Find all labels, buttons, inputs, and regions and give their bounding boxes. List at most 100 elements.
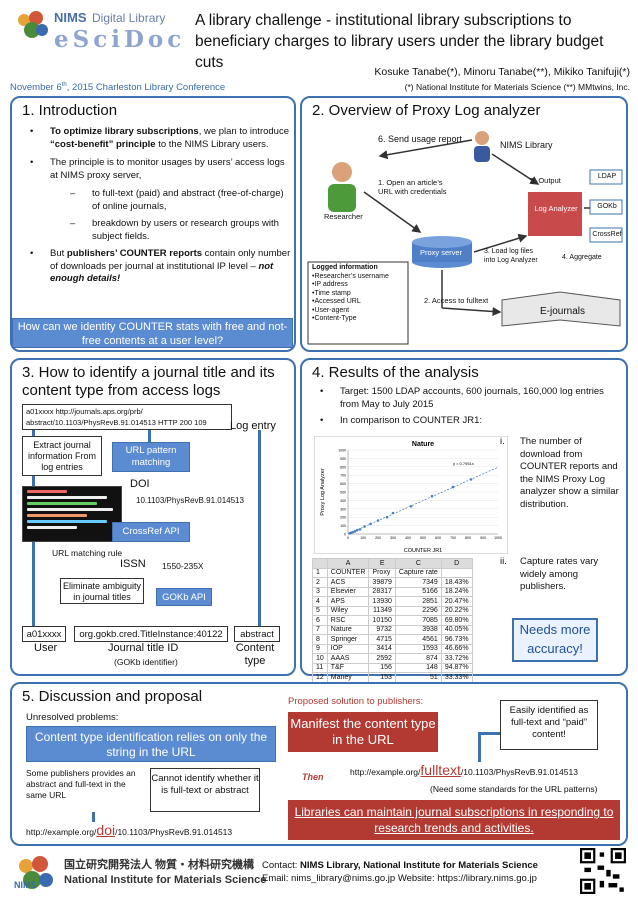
- chart-xtick: 600: [435, 536, 441, 540]
- qr-code-icon: [580, 848, 626, 894]
- panel-introduction: 1. Introduction To optimize library subs…: [10, 96, 296, 352]
- ejournals-book: [501, 291, 621, 327]
- chart-xtick: 400: [405, 536, 411, 540]
- chart-xtick: 100: [360, 536, 366, 540]
- label-researcher: Researcher: [324, 212, 363, 221]
- intro-list: To optimize library subscriptions, we pl…: [30, 126, 292, 292]
- journal-label: Journal title ID: [108, 642, 179, 654]
- label-step3: 3. Load log files into Log Analyzer: [484, 248, 538, 264]
- results-bullet-1: Target: 1500 LDAP accounts, 600 journals…: [320, 386, 620, 411]
- escidoc-logo: NIMS Digital Library eSciDoc: [10, 8, 186, 80]
- result-i: i. The number of download from COUNTER r…: [500, 436, 619, 510]
- chart-point: [430, 494, 434, 498]
- table-cell: RSC: [326, 615, 370, 626]
- chart-point: [451, 485, 455, 489]
- unresolved-label: Unresolved problems:: [26, 712, 119, 723]
- table-cell: 39879: [368, 577, 396, 588]
- label-gokb: GOKb: [597, 203, 617, 210]
- table-cell: AAAS: [326, 653, 370, 664]
- table-row-number: 11: [312, 662, 328, 673]
- identify-title: 3. How to identify a journal title and i…: [22, 364, 275, 399]
- content-label: Content type: [235, 642, 275, 667]
- table-cell: 2851: [394, 596, 442, 607]
- log-entry-box: a01xxxx http://journals.aps.org/prb/abst…: [22, 404, 232, 430]
- table-cell: 7085: [394, 615, 442, 626]
- extract-box: Extract journal information From log ent…: [22, 436, 102, 476]
- chart-ytick: 1000: [338, 449, 346, 453]
- chart-ytick: 0: [344, 533, 346, 537]
- intro-sub-1: to full-text (paid) and abstract (free-o…: [30, 188, 292, 213]
- poster-title: A library challenge - institutional libr…: [195, 12, 604, 71]
- results-title: 4. Results of the analysis: [312, 364, 479, 381]
- table-cell: 7349: [394, 577, 442, 588]
- table-row-number: 7: [312, 624, 328, 635]
- result-ii: ii. Capture rates vary widely among publ…: [500, 556, 599, 592]
- table-cell: 33.72%: [440, 653, 473, 664]
- discussion-title: 5. Discussion and proposal: [22, 688, 203, 705]
- chart-point: [385, 515, 389, 519]
- email-website: Email: nims_library@nims.go.jp Website: …: [262, 873, 537, 884]
- overview-title: 2. Overview of Proxy Log analyzer: [312, 102, 541, 119]
- label-step1: 1. Open an article’s URL with credential…: [378, 178, 447, 196]
- crossref-api-box: CrossRef API: [112, 522, 190, 542]
- log-analyzer-box: [528, 192, 582, 236]
- table-cell: 96.73%: [440, 634, 473, 645]
- content-type-box: Content type identification relies on on…: [26, 726, 276, 762]
- authors: Kosuke Tanabe(*), Minoru Tanabe(**), Mik…: [374, 66, 630, 78]
- table-cell: 3938: [394, 624, 442, 635]
- panel-discussion: 5. Discussion and proposal Unresolved pr…: [10, 682, 628, 846]
- code-snippet: [22, 486, 122, 542]
- table-cell: 94.87%: [440, 662, 473, 673]
- cannot-identify-box: Cannot identify whether it is full-text …: [150, 768, 260, 812]
- intro-bullet-3: But publishers’ COUNTER reports contain …: [30, 248, 292, 286]
- manifest-box: Manifest the content type in the URL: [288, 712, 438, 752]
- chart-point: [391, 511, 395, 515]
- chart-xtick: 0: [347, 536, 349, 540]
- table-cell: 13930: [368, 596, 396, 607]
- result-content: abstract: [234, 626, 280, 642]
- chart-ytick: 800: [340, 465, 346, 469]
- table-cell: 1593: [394, 643, 442, 654]
- eliminate-box: Eliminate ambiguity in journal titles: [60, 578, 144, 604]
- needs-accuracy-box: Needs more accuracy!: [512, 618, 598, 662]
- label-step2: 2. Access to fulltext: [424, 296, 489, 305]
- proposed-label: Proposed solution to publishers:: [288, 696, 424, 707]
- table-cell: 40.05%: [440, 624, 473, 635]
- table-cell: Wiley: [326, 605, 370, 616]
- table-cell: 874: [394, 653, 442, 664]
- label-step4: 4. Aggregate: [562, 254, 602, 261]
- panel-results: 4. Results of the analysis Target: 1500 …: [300, 358, 628, 683]
- chart-point: [355, 528, 359, 532]
- table-cell: 51: [394, 672, 442, 683]
- table-cell: 153: [368, 672, 396, 683]
- results-bullet-2: In comparison to COUNTER JR1:: [320, 415, 620, 428]
- chart-point: [358, 528, 362, 531]
- logo-digital-library: Digital Library: [92, 11, 166, 25]
- table-cell: Maney: [326, 672, 370, 683]
- contact-info: Contact: NIMS Library, National Institut…: [262, 860, 538, 884]
- chart-ytick: 200: [340, 516, 346, 520]
- intro-bullet-1: To optimize library subscriptions, we pl…: [30, 126, 292, 151]
- chart-xlabel: COUNTER JR1: [404, 548, 443, 554]
- table-cell: IOP: [326, 643, 370, 654]
- chart-point: [363, 525, 366, 528]
- table-col-header: Proxy: [368, 567, 396, 578]
- panel-identify: 3. How to identify a journal title and i…: [10, 358, 296, 676]
- chart-ytick: 400: [340, 499, 346, 503]
- chart-xtick: 900: [480, 536, 486, 540]
- table-cell: 69.80%: [440, 615, 473, 626]
- chart-point: [353, 530, 357, 533]
- table-cell: 9732: [368, 624, 396, 635]
- libraries-box: Libraries can maintain journal subscript…: [288, 800, 620, 840]
- intro-question: How can we identity COUNTER stats with f…: [12, 318, 293, 348]
- chart-xtick: 500: [420, 536, 426, 540]
- nims-mark-icon: [19, 856, 53, 889]
- table-col-letter: [312, 558, 328, 569]
- need-standards: (Need some standards for the URL pattern…: [430, 784, 598, 794]
